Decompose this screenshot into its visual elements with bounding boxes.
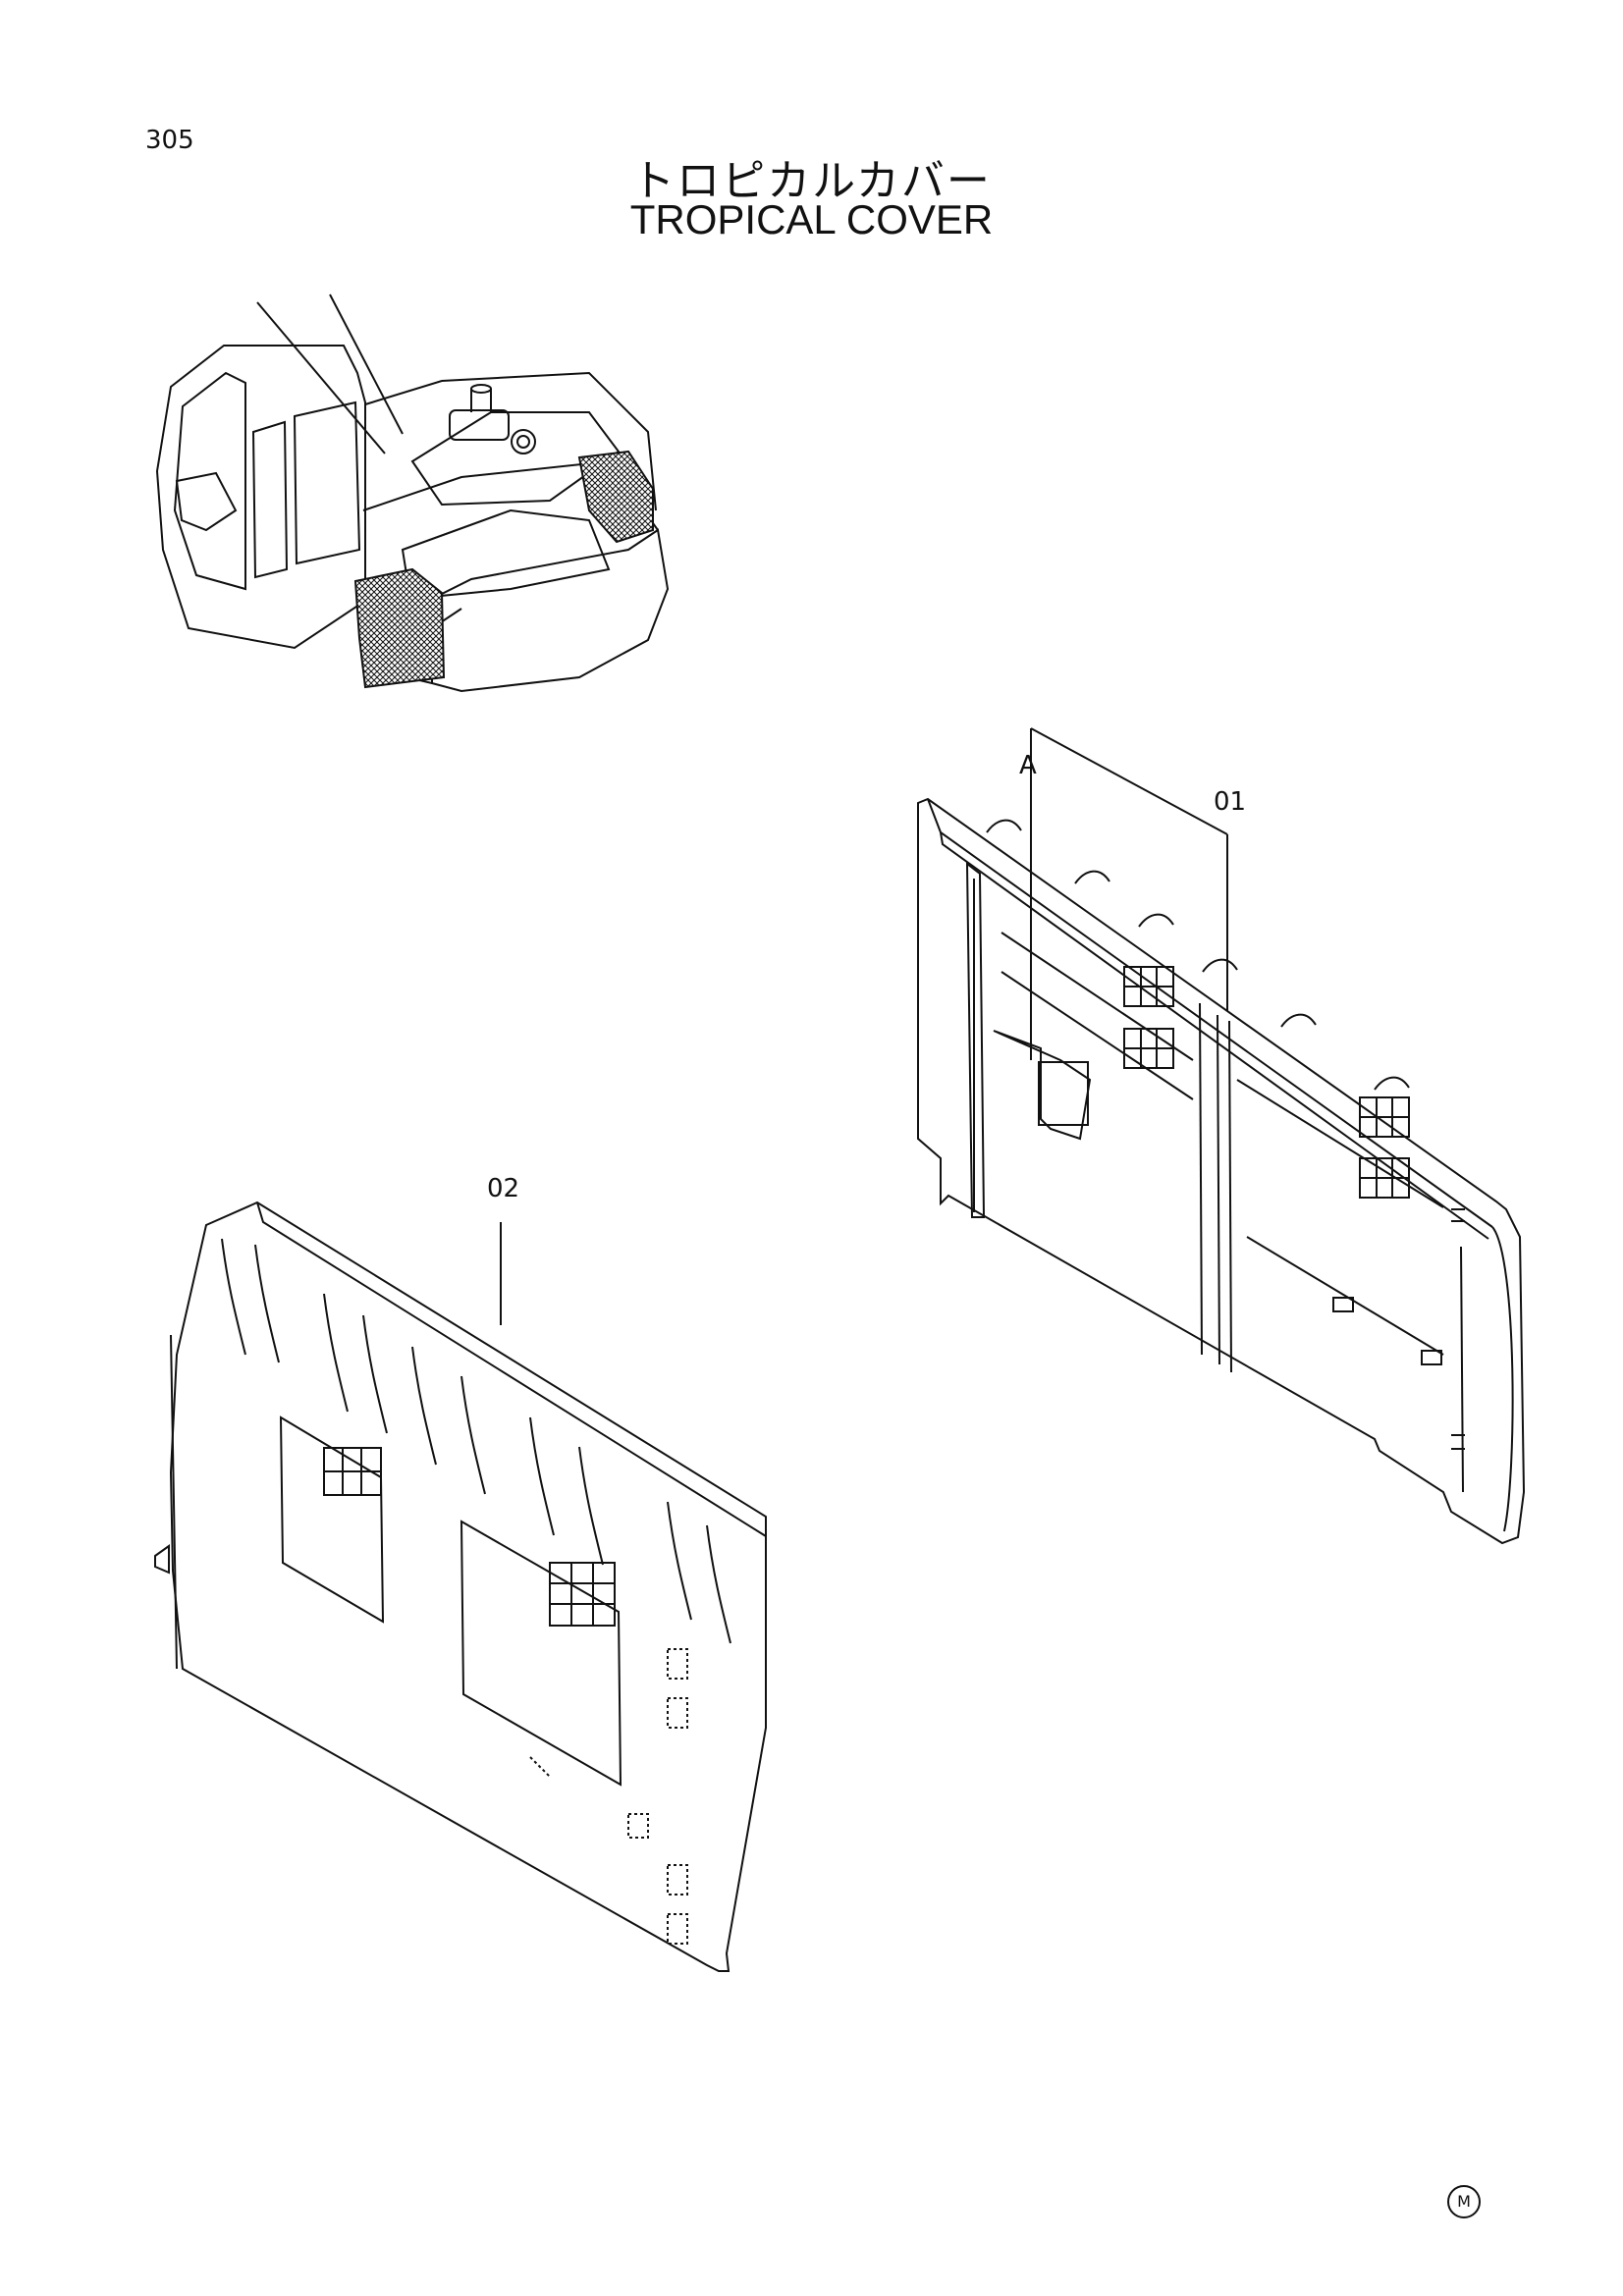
leader-lines (500, 727, 1228, 1325)
excavator-key-view (155, 294, 670, 693)
part-01-drawing (917, 797, 1526, 1545)
title-english: TROPICAL COVER (629, 196, 994, 242)
part-02-drawing (154, 1201, 767, 1972)
callout-part-02: 02 (487, 1174, 520, 1203)
corner-mark: M (1447, 2185, 1481, 2218)
title-japanese: トロピカルカバー (631, 156, 992, 206)
callout-detail-a: A (1019, 751, 1037, 780)
callout-part-01: 01 (1214, 787, 1247, 817)
page-number: 305 (145, 126, 194, 155)
